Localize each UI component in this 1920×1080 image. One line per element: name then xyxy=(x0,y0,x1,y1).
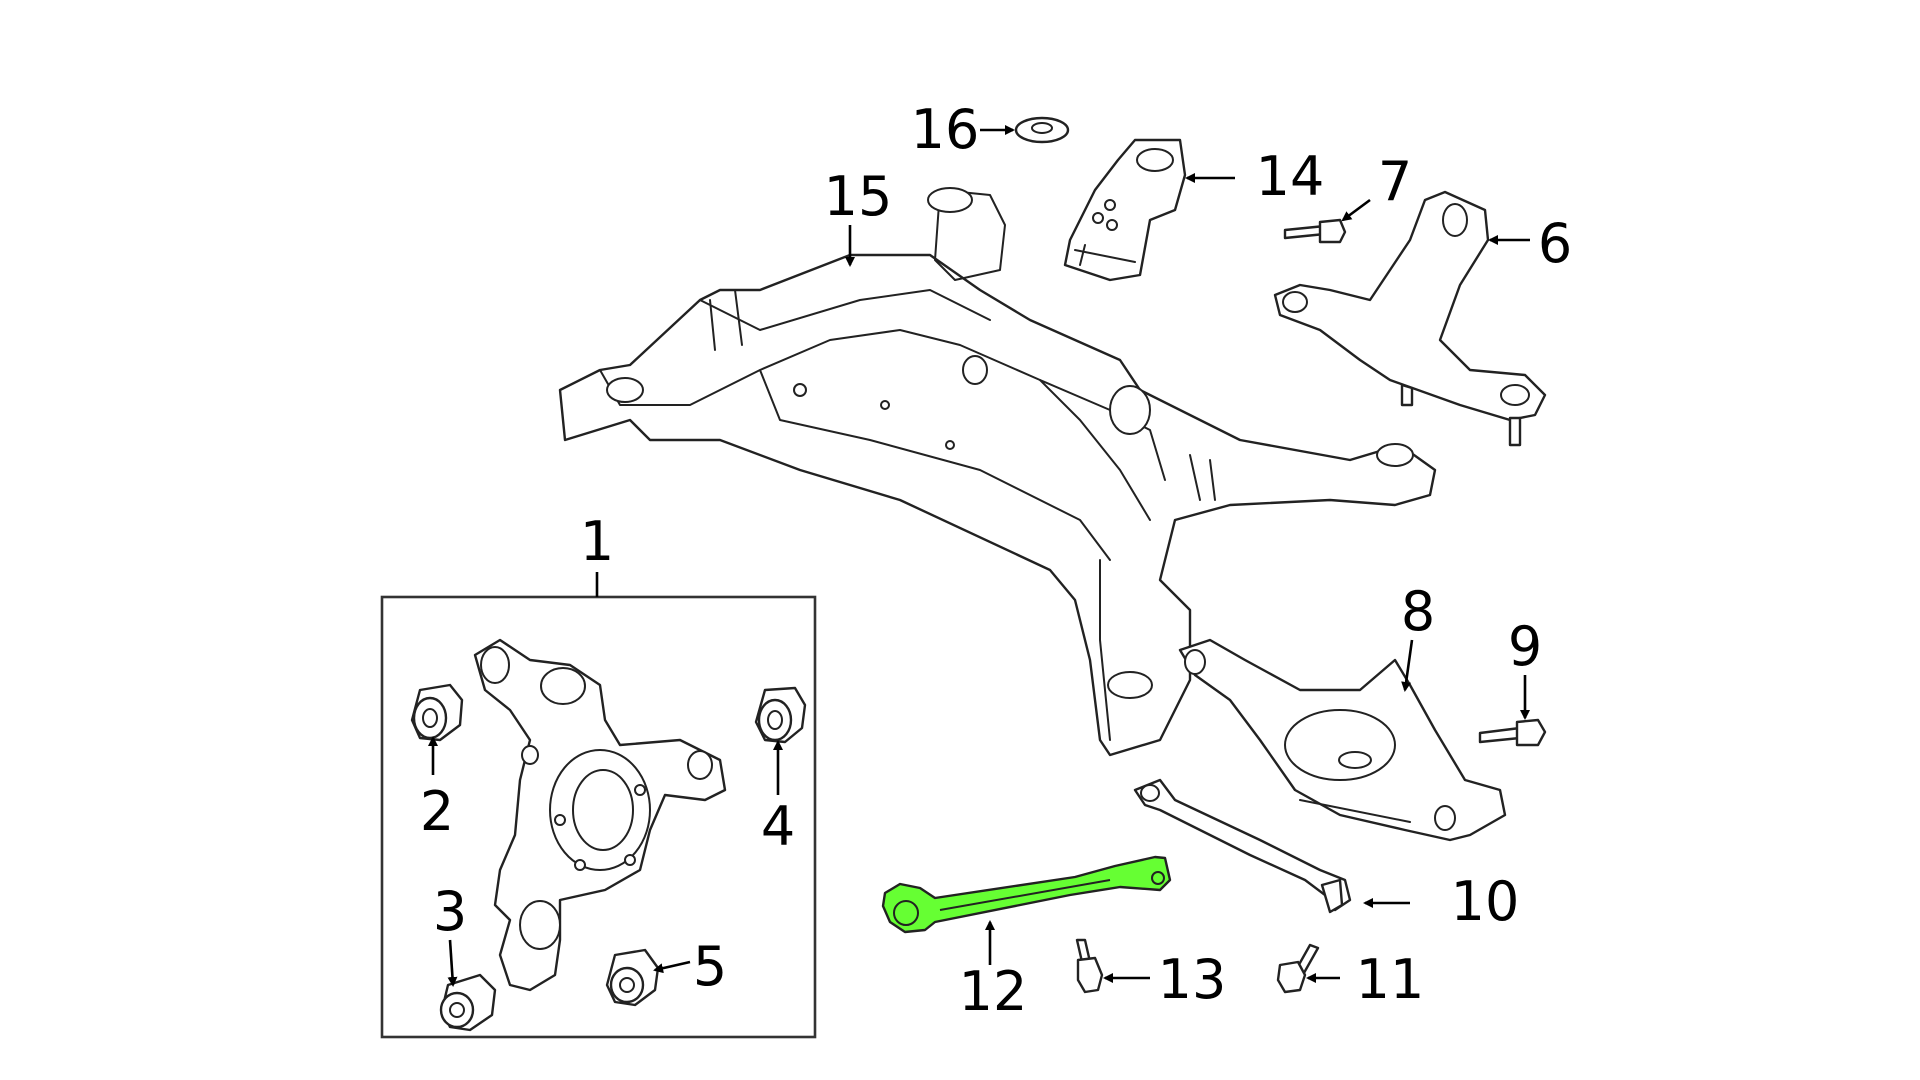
callout-1: 1 xyxy=(580,510,614,573)
callout-11: 11 xyxy=(1356,948,1425,1011)
callout-9: 9 xyxy=(1508,615,1542,678)
callout-10: 10 xyxy=(1451,870,1520,933)
part-bushing-3[interactable] xyxy=(439,973,497,1032)
callout-16: 16 xyxy=(911,98,980,161)
part-bushing-2[interactable] xyxy=(410,683,464,742)
callout-15: 15 xyxy=(824,165,893,228)
callout-4: 4 xyxy=(761,795,795,858)
part-lower-arm[interactable] xyxy=(1178,638,1507,842)
callout-14: 14 xyxy=(1256,145,1325,208)
part-washer[interactable] xyxy=(1014,116,1070,144)
arrow-icon xyxy=(428,125,1530,987)
part-upper-arm[interactable] xyxy=(1273,190,1547,447)
part-lateral-link[interactable] xyxy=(1133,778,1352,914)
part-bushing-5[interactable] xyxy=(605,948,660,1007)
callout-13: 13 xyxy=(1158,948,1227,1011)
part-bolt-11[interactable] xyxy=(1276,943,1320,994)
part-bushing-4[interactable] xyxy=(754,686,807,744)
part-subframe[interactable] xyxy=(558,187,1437,757)
part-bolt-13[interactable] xyxy=(1075,938,1104,994)
part-toe-link-highlighted[interactable] xyxy=(881,855,1172,934)
callout-7: 7 xyxy=(1378,150,1412,213)
callout-12: 12 xyxy=(959,960,1028,1023)
part-bracket[interactable] xyxy=(1063,138,1187,282)
callout-6: 6 xyxy=(1538,212,1572,275)
callout-2: 2 xyxy=(420,780,454,843)
callout-8: 8 xyxy=(1401,580,1435,643)
part-bolt-7[interactable] xyxy=(1283,218,1347,244)
kit-box xyxy=(380,595,817,1039)
part-bolt-9[interactable] xyxy=(1478,718,1547,747)
callout-3: 3 xyxy=(433,880,467,943)
callout-5: 5 xyxy=(693,935,727,998)
part-knuckle[interactable] xyxy=(473,638,727,992)
